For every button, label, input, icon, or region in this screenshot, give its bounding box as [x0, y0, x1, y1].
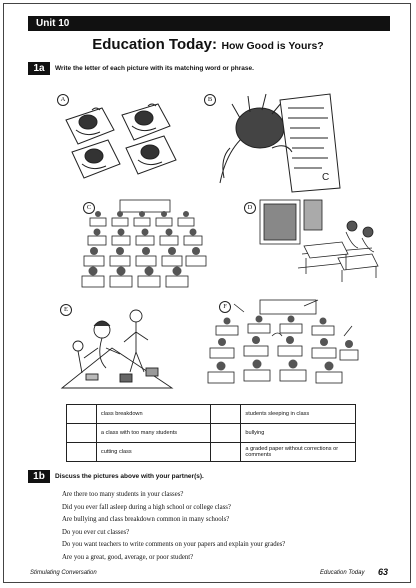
svg-text:C: C: [322, 172, 329, 183]
picture-d-empty-class: [259, 199, 379, 282]
matching-table: class breakdown students sleeping in cla…: [66, 404, 356, 462]
question-item: Did you ever fall asleep during a high s…: [62, 503, 231, 511]
picture-letter-c: C: [83, 202, 95, 214]
section-1b-instruction: Discuss the pictures above with your par…: [55, 473, 204, 480]
table-row: a class with too many students bullying: [66, 423, 356, 443]
answer-cell[interactable]: [66, 404, 97, 424]
question-item: Are bullying and class breakdown common …: [62, 516, 230, 523]
picture-letter-d: D: [244, 202, 256, 214]
phrase-cell: a graded paper without corrections or co…: [240, 442, 356, 462]
answer-cell[interactable]: [210, 404, 242, 424]
discussion-questions: Are there too many students in your clas…: [62, 489, 392, 564]
phrase-cell: class breakdown: [95, 404, 212, 424]
question-item: Are there too many students in your clas…: [62, 491, 184, 498]
picture-letter-a: A: [57, 94, 69, 106]
phrase-cell: a class with too many students: [95, 423, 212, 443]
table-row: class breakdown students sleeping in cla…: [66, 404, 356, 424]
picture-a-sleeping-students: [65, 103, 177, 179]
question-item: Are you a great, good, average, or poor …: [62, 553, 194, 561]
picture-f-class-breakdown: [207, 299, 359, 384]
phrase-cell: bullying: [240, 423, 356, 443]
question-item: Do you want teachers to write comments o…: [62, 541, 286, 548]
page-frame: [3, 3, 411, 583]
unit-header: Unit 10: [28, 16, 390, 31]
picture-letter-f: F: [219, 301, 231, 313]
question-item: Do you ever cut classes?: [62, 528, 130, 536]
footer-book-title: Stimulating Conversation: [30, 570, 97, 576]
phrase-cell: students sleeping in class: [240, 404, 356, 424]
phrase-cell: cutting class: [95, 442, 212, 462]
answer-cell[interactable]: [66, 423, 97, 443]
section-1a-label: 1a: [28, 62, 50, 75]
page-title: Education Today: How Good is Yours?: [0, 36, 416, 54]
picture-letter-e: E: [60, 304, 72, 316]
answer-cell[interactable]: [66, 442, 97, 462]
answer-cell[interactable]: [210, 423, 242, 443]
title-sub: How Good is Yours?: [221, 40, 324, 52]
picture-b-graded-paper: C: [219, 93, 341, 193]
section-1a-instruction: Write the letter of each picture with it…: [55, 65, 254, 72]
answer-cell[interactable]: [210, 442, 242, 462]
footer-chapter-title: Education Today: [320, 570, 365, 576]
picture-e-bullying: [60, 309, 174, 389]
table-row: cutting class a graded paper without cor…: [66, 442, 356, 462]
picture-letter-b: B: [204, 94, 216, 106]
section-1b-label: 1b: [28, 470, 50, 483]
picture-c-crowded-class: [81, 199, 207, 288]
page-number: 63: [378, 567, 389, 577]
title-main: Education Today:: [92, 36, 217, 53]
